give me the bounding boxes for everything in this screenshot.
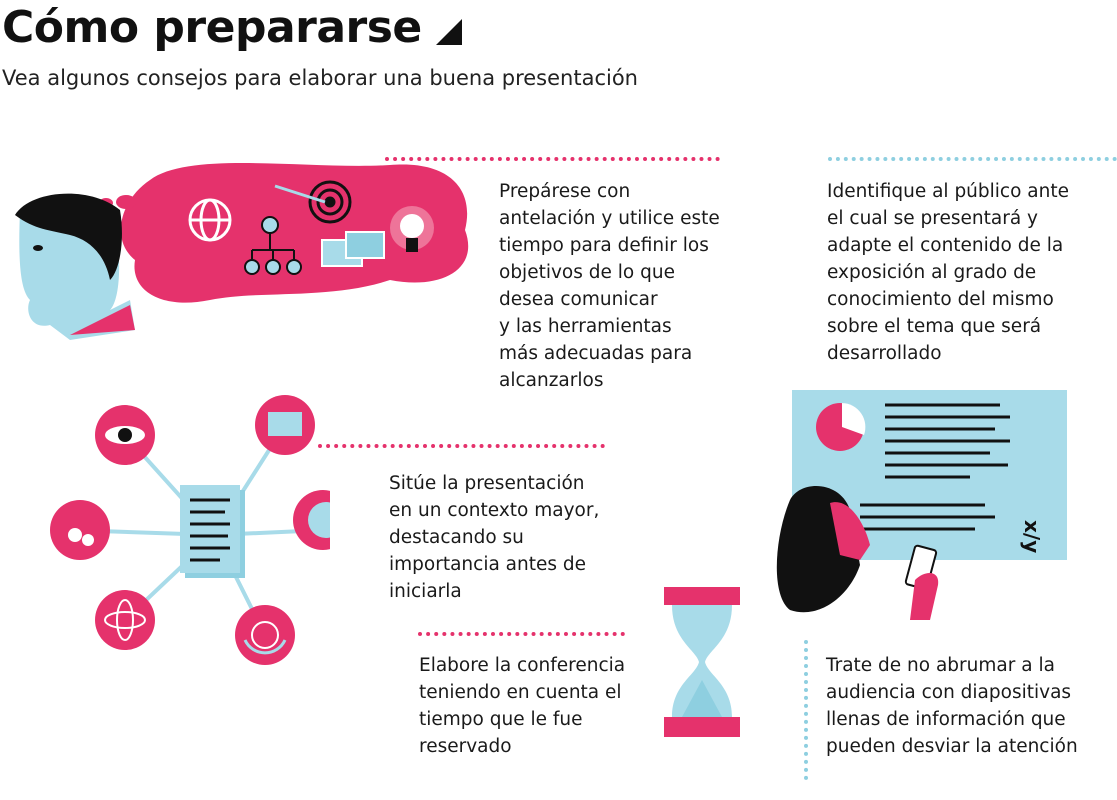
atom-icon bbox=[95, 590, 155, 650]
tip-slides: Trate de no abrumar a la audiencia con d… bbox=[826, 655, 1078, 757]
target-icon bbox=[308, 180, 352, 224]
tip-time: Elabore la conferencia teniendo en cuent… bbox=[419, 655, 626, 757]
eye-icon bbox=[95, 405, 155, 465]
slide-formula: x/y bbox=[1020, 520, 1044, 553]
pie-chart-icon bbox=[293, 490, 330, 550]
divider-dotted-vertical bbox=[804, 640, 808, 780]
globe-icon bbox=[188, 198, 232, 242]
slide-text-lines bbox=[860, 403, 1010, 531]
lightbulb-icon bbox=[390, 206, 434, 252]
triangle-icon bbox=[435, 18, 462, 45]
tip-context: Sitúe la presentación en un contexto may… bbox=[389, 473, 600, 602]
org-chart-icon bbox=[244, 216, 302, 275]
divider-dotted-3 bbox=[318, 444, 605, 448]
hourglass-illustration bbox=[664, 587, 740, 737]
face bbox=[830, 502, 870, 560]
page-title: Cómo prepararse bbox=[2, 2, 462, 53]
drops-icon bbox=[50, 500, 110, 560]
context-network-illustration bbox=[50, 395, 330, 665]
globe-cycle-icon bbox=[235, 605, 295, 665]
hand bbox=[910, 573, 939, 620]
arrow-icon bbox=[274, 184, 326, 204]
tip-preparation: Prepárese con antelación y utilice este … bbox=[499, 181, 720, 391]
divider-dotted-1 bbox=[385, 157, 720, 161]
eye bbox=[33, 245, 43, 251]
fast-forward-icon bbox=[255, 395, 315, 455]
thought-cloud bbox=[120, 163, 469, 303]
chat-bubbles-icon bbox=[321, 231, 385, 267]
divider-dotted-4 bbox=[418, 632, 625, 636]
collar bbox=[70, 305, 135, 335]
title-text: Cómo prepararse bbox=[2, 2, 422, 53]
document-icon bbox=[180, 485, 245, 578]
thought-bubble-medium bbox=[116, 195, 136, 209]
hair bbox=[15, 193, 122, 280]
slide-presenter-illustration: x/y bbox=[776, 390, 1067, 620]
divider-dotted-2 bbox=[828, 157, 1117, 161]
page-subtitle: Vea algunos consejos para elaborar una b… bbox=[2, 66, 638, 90]
tip-audience: Identifique al público ante el cual se p… bbox=[827, 181, 1069, 364]
thinking-person-illustration bbox=[15, 163, 469, 340]
slide-pie-chart bbox=[816, 403, 866, 451]
